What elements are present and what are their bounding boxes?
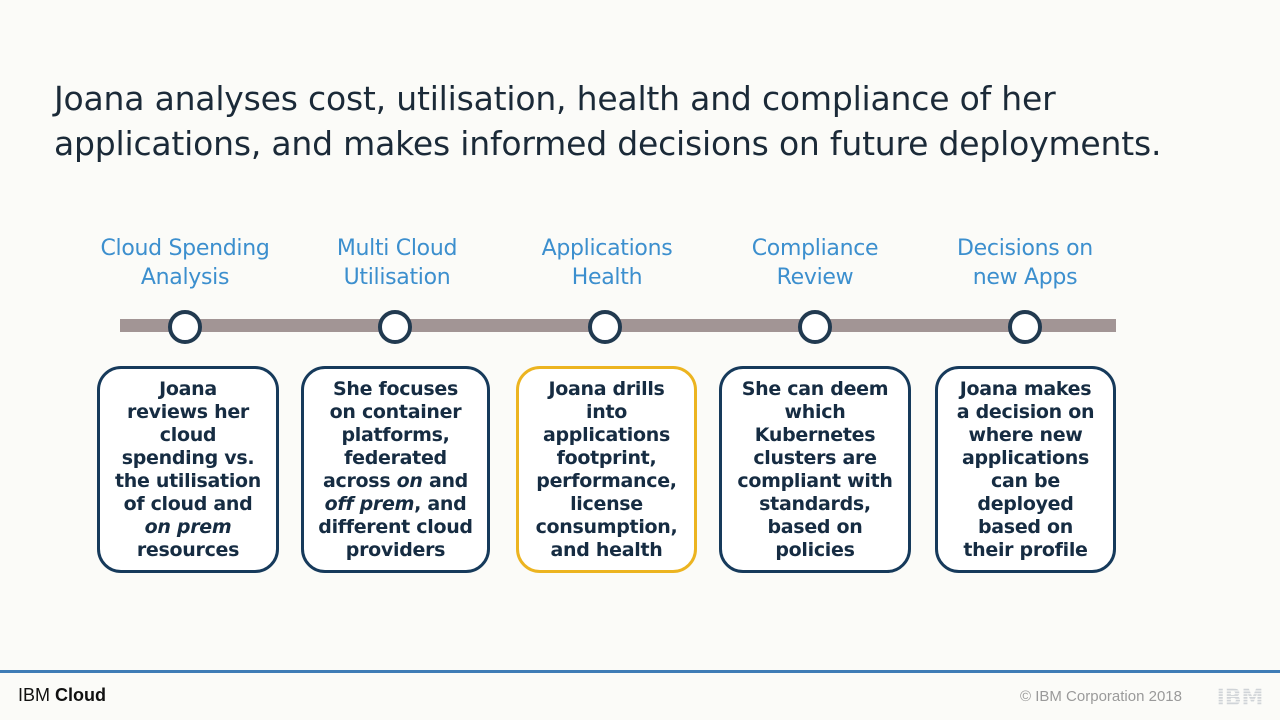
step-card-cloud-spending: Joana reviews her cloud spending vs. the… — [97, 366, 279, 573]
step-desc: She can deem which Kubernetes clusters a… — [737, 377, 893, 561]
slide-headline: Joana analyses cost, utilisation, health… — [54, 79, 1162, 163]
timeline-node-2 — [378, 310, 412, 344]
step-card-multi-cloud: She focuses on container platforms, fede… — [301, 366, 490, 573]
step-desc: Joana makes a decision on where new appl… — [956, 377, 1095, 561]
timeline-node-1 — [168, 310, 202, 344]
step-card-applications-health: Joana drills into applications footprint… — [516, 366, 697, 573]
timeline-node-5 — [1008, 310, 1042, 344]
ibm-logo-text: IBM — [1217, 686, 1264, 708]
timeline-node-3 — [588, 310, 622, 344]
step-desc: Joana reviews her cloud spending vs. the… — [114, 377, 262, 561]
footer-copyright: © IBM Corporation 2018 — [1020, 688, 1182, 705]
step-card-compliance-review: She can deem which Kubernetes clusters a… — [719, 366, 911, 573]
timeline-node-4 — [798, 310, 832, 344]
step-desc: She focuses on container platforms, fede… — [318, 377, 473, 561]
footer-brand: IBM Cloud — [18, 685, 107, 705]
ibm-logo-icon: IBM — [1217, 686, 1264, 708]
step-desc: Joana drills into applications footprint… — [535, 377, 678, 561]
step-card-decisions: Joana makes a decision on where new appl… — [935, 366, 1116, 573]
footer-rule — [0, 670, 1280, 673]
